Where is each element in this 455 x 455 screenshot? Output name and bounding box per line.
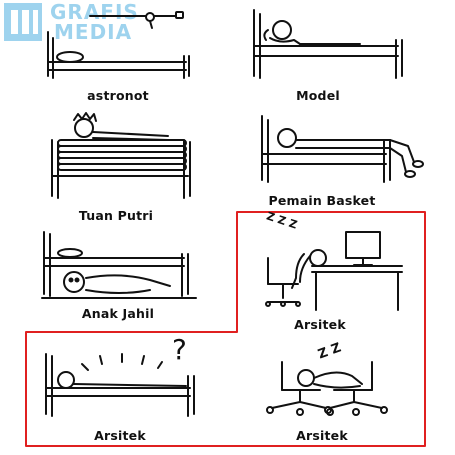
anak-jahil-illustration — [41, 231, 197, 299]
caption-arsitek-chairs: Arsitek — [296, 428, 348, 443]
caption-arsitek-desk: Arsitek — [294, 317, 346, 332]
arsitek-bed-illustration — [45, 353, 195, 417]
tuan-putri-illustration — [51, 112, 191, 199]
logo-mark-icon — [4, 3, 42, 41]
question-mark: ? — [172, 333, 187, 366]
arsitek-desk-illustration — [265, 231, 403, 311]
caption-anak-jahil: Anak Jahil — [81, 306, 155, 321]
caption-arsitek-bed: Arsitek — [94, 428, 146, 443]
caption-tuan-putri: Tuan Putri — [78, 208, 154, 223]
caption-astronot: astronot — [87, 88, 149, 103]
caption-pemain-basket: Pemain Basket — [268, 193, 376, 208]
highlight-outline — [25, 211, 426, 447]
model-illustration — [253, 9, 403, 79]
arsitek-chairs-illustration — [266, 361, 388, 416]
logo-line-2: MEDIA — [54, 20, 133, 44]
pemain-basket-illustration — [261, 115, 424, 183]
caption-model: Model — [296, 88, 340, 103]
astronot-illustration — [47, 11, 190, 79]
